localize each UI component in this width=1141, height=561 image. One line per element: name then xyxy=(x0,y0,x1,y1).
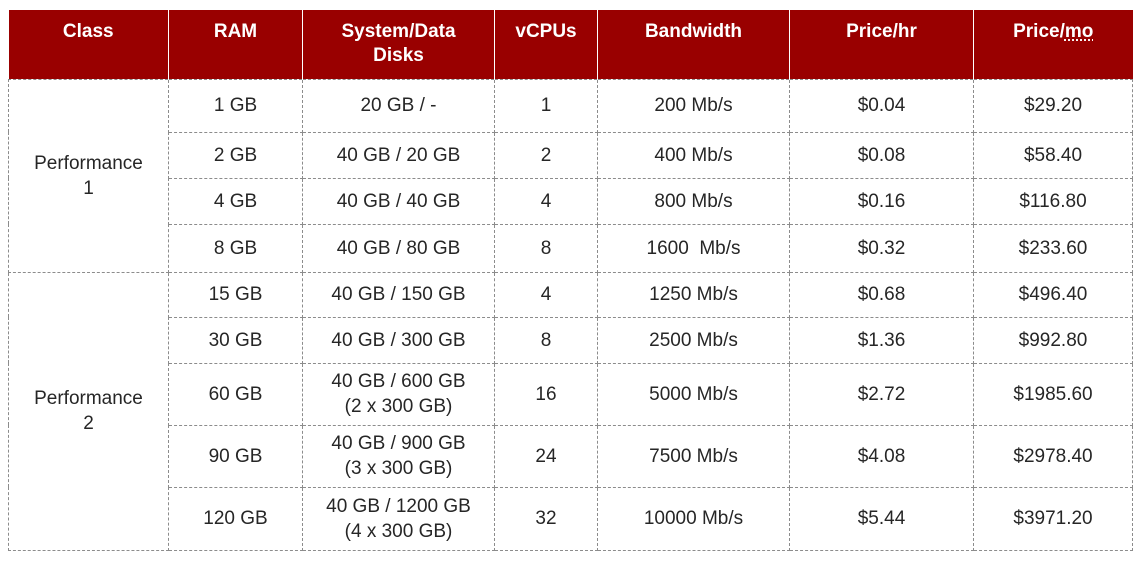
ram-cell: 1 GB xyxy=(168,78,303,133)
bandwidth-cell: 5000 Mb/s xyxy=(597,362,790,426)
header-class: Class xyxy=(8,10,169,79)
price-mo-cell: $3971.20 xyxy=(973,486,1133,551)
price-hr-cell: $0.08 xyxy=(789,131,974,179)
bandwidth-cell: 1600 Mb/s xyxy=(597,223,790,273)
class-label-line1: Performance xyxy=(34,152,143,174)
disk-cell: 40 GB / 20 GB xyxy=(302,131,495,179)
disk-line1: 40 GB / 900 GB xyxy=(331,433,466,454)
table-row: 120 GB 40 GB / 1200 GB (4 x 300 GB) 32 10… xyxy=(9,486,1133,551)
header-price-hr-label: Price/hr xyxy=(846,21,917,42)
table-row: 4 GB 40 GB / 40 GB 4 800 Mb/s $0.16 $116… xyxy=(9,177,1133,225)
price-hr-cell: $5.44 xyxy=(789,486,974,551)
header-disks-label-line2: Disks xyxy=(373,45,424,66)
table-row: Performance 2 15 GB 40 GB / 150 GB 4 1250… xyxy=(8,271,1133,551)
ram-cell: 15 GB xyxy=(168,271,303,318)
ram-cell: 2 GB xyxy=(168,131,303,179)
bandwidth-cell: 1250 Mb/s xyxy=(597,271,790,318)
header-price-mo: Price/mo xyxy=(973,10,1133,79)
price-mo-cell: $233.60 xyxy=(973,223,1133,273)
ram-cell: 8 GB xyxy=(168,223,303,273)
ram-cell: 120 GB xyxy=(168,486,303,551)
table-row: 8 GB 40 GB / 80 GB 8 1600 Mb/s $0.32 $23… xyxy=(9,223,1133,273)
price-hr-cell: $0.32 xyxy=(789,223,974,273)
vcpus-cell: 32 xyxy=(494,486,598,551)
vcpus-cell: 4 xyxy=(494,271,598,318)
ram-cell: 4 GB xyxy=(168,177,303,225)
table-row: 60 GB 40 GB / 600 GB (2 x 300 GB) 16 5000… xyxy=(9,362,1133,426)
disk-cell: 40 GB / 150 GB xyxy=(302,271,495,318)
disk-line2: (4 x 300 GB) xyxy=(344,520,453,542)
price-hr-cell: $0.68 xyxy=(789,271,974,318)
disk-cell: 20 GB / - xyxy=(302,78,495,133)
header-vcpus-label: vCPUs xyxy=(515,21,577,42)
header-price-mo-suffix: mo xyxy=(1064,21,1094,42)
price-mo-cell: $496.40 xyxy=(973,271,1133,318)
disk-cell: 40 GB / 900 GB (3 x 300 GB) xyxy=(302,424,495,488)
header-price-hr: Price/hr xyxy=(789,10,974,79)
class-cell-performance-1: Performance 1 xyxy=(8,78,169,273)
bandwidth-cell: 2500 Mb/s xyxy=(597,316,790,364)
price-mo-cell: $992.80 xyxy=(973,316,1133,364)
bandwidth-cell: 10000 Mb/s xyxy=(597,486,790,551)
header-bandwidth: Bandwidth xyxy=(597,10,790,79)
table-row: 30 GB 40 GB / 300 GB 8 2500 Mb/s $1.36 $… xyxy=(9,316,1133,364)
disk-line1: 40 GB / 600 GB xyxy=(331,371,466,392)
header-price-mo-label: Price/ xyxy=(1013,21,1065,42)
price-mo-cell: $116.80 xyxy=(973,177,1133,225)
vcpus-cell: 8 xyxy=(494,316,598,364)
header-ram-label: RAM xyxy=(213,21,258,42)
price-mo-cell: $2978.40 xyxy=(973,424,1133,488)
ram-cell: 30 GB xyxy=(168,316,303,364)
bandwidth-cell: 800 Mb/s xyxy=(597,177,790,225)
table-row: Performance 1 1 GB 20 GB / - 1 200 Mb/s $… xyxy=(8,78,1133,273)
vcpus-cell: 8 xyxy=(494,223,598,273)
vcpus-cell: 24 xyxy=(494,424,598,488)
ram-cell: 90 GB xyxy=(168,424,303,488)
disk-cell: 40 GB / 300 GB xyxy=(302,316,495,364)
vcpus-cell: 2 xyxy=(494,131,598,179)
price-hr-cell: $0.16 xyxy=(789,177,974,225)
bandwidth-cell: 7500 Mb/s xyxy=(597,424,790,488)
class-label-line2: 1 xyxy=(83,177,94,199)
bandwidth-cell: 200 Mb/s xyxy=(597,78,790,133)
disk-cell: 40 GB / 40 GB xyxy=(302,177,495,225)
header-disks-label-line1: System/Data xyxy=(341,21,456,42)
table-row: 2 GB 40 GB / 20 GB 2 400 Mb/s $0.08 $58.… xyxy=(9,131,1133,179)
price-mo-cell: $1985.60 xyxy=(973,362,1133,426)
table-row: 90 GB 40 GB / 900 GB (3 x 300 GB) 24 7500… xyxy=(9,424,1133,488)
price-hr-cell: $0.04 xyxy=(789,78,974,133)
vcpus-cell: 16 xyxy=(494,362,598,426)
disk-cell: 40 GB / 80 GB xyxy=(302,223,495,273)
bandwidth-cell: 400 Mb/s xyxy=(597,131,790,179)
class-label-line1: Performance xyxy=(34,388,143,409)
price-hr-cell: $4.08 xyxy=(789,424,974,488)
price-hr-cell: $1.36 xyxy=(789,316,974,364)
header-class-label: Class xyxy=(62,21,114,42)
disk-cell: 40 GB / 1200 GB (4 x 300 GB) xyxy=(302,486,495,551)
class-cell-performance-2: Performance 2 xyxy=(8,271,169,551)
vcpus-cell: 1 xyxy=(494,78,598,133)
disk-line2: (3 x 300 GB) xyxy=(344,458,453,479)
disk-line1: 40 GB / 1200 GB xyxy=(326,495,471,517)
ram-cell: 60 GB xyxy=(168,362,303,426)
price-mo-cell: $58.40 xyxy=(973,131,1133,179)
header-ram: RAM xyxy=(168,10,303,79)
header-vcpus: vCPUs xyxy=(494,10,598,79)
class-label-line2: 2 xyxy=(83,413,94,434)
price-mo-cell: $29.20 xyxy=(973,78,1133,133)
disk-cell: 40 GB / 600 GB (2 x 300 GB) xyxy=(302,362,495,426)
disk-line2: (2 x 300 GB) xyxy=(344,396,453,417)
price-hr-cell: $2.72 xyxy=(789,362,974,426)
vcpus-cell: 4 xyxy=(494,177,598,225)
header-bandwidth-label: Bandwidth xyxy=(644,21,743,42)
